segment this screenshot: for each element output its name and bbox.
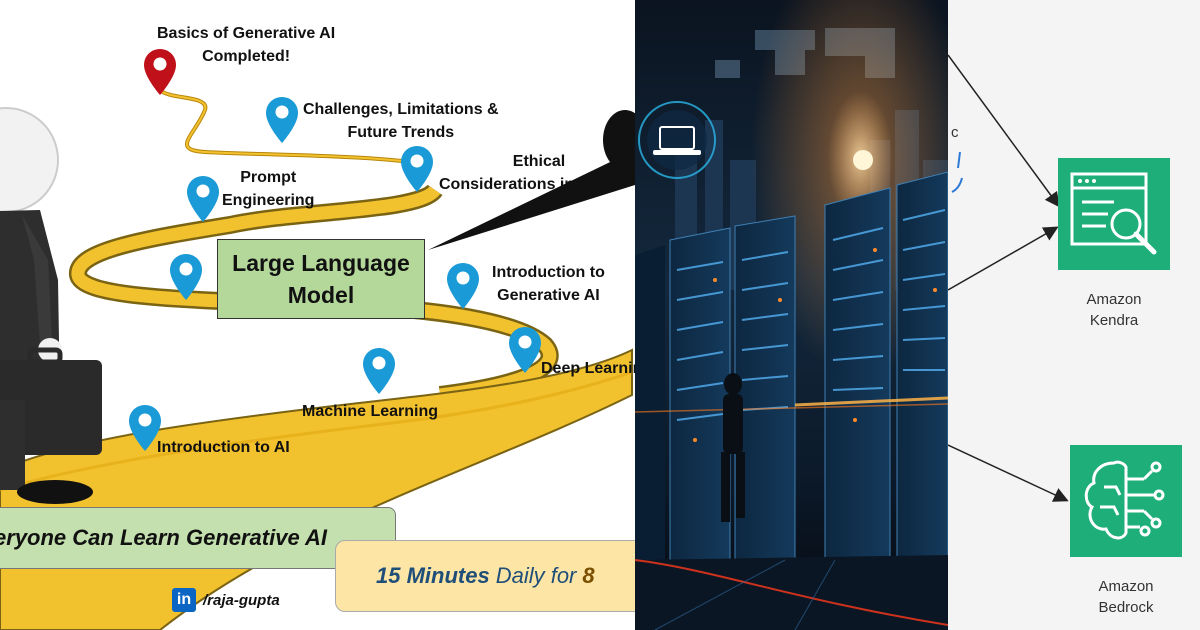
milestone-intro-ai: Introduction to AI [157, 439, 290, 456]
kendra-search-document-icon [1070, 172, 1157, 255]
milestone-ethical-line2: Considerations in [439, 176, 575, 193]
milestone-machine-learning: Machine Learning [302, 403, 439, 420]
map-pin-icon [447, 263, 479, 309]
kendra-label-line1: Amazon [1086, 291, 1142, 308]
map-pin-icon [170, 254, 202, 300]
milestone-ethical-line3: AI [531, 199, 547, 216]
banner-everyone-can-learn: Everyone Can Learn Generative AI [0, 507, 396, 569]
bedrock-label-line1: Amazon [1098, 578, 1154, 595]
milestone-prompt: Prompt Engineering [222, 166, 314, 212]
milestone-completed-line2: Completed! [202, 48, 291, 65]
milestone-ethical: Ethical Considerations in AI [439, 150, 635, 219]
llm-callout-box: Large Language Model [217, 239, 425, 319]
milestone-intro-genai-line2: Generative AI [497, 287, 600, 304]
milestone-prompt-line2: Engineering [222, 192, 315, 209]
milestone-completed-line1: Basics of Generative AI [157, 25, 336, 42]
banner-daily-part3: 8 [582, 563, 595, 588]
kendra-label: Amazon Kendra [1044, 289, 1184, 331]
milestone-prompt-line1: Prompt [240, 169, 297, 186]
banner-daily-part1: 15 Minutes [376, 563, 490, 588]
linkedin-handle: /raja-gupta [203, 591, 280, 609]
milestone-intro-genai: Introduction to Generative AI [492, 261, 605, 307]
linkedin-link[interactable]: in /raja-gupta [172, 588, 280, 612]
llm-line2: Model [287, 282, 355, 308]
roadmap-panel: Basics of Generative AI Completed! Chall… [0, 22, 635, 630]
map-pin-icon [363, 348, 395, 394]
milestone-challenges-line1: Challenges, Limitations & [303, 101, 499, 118]
kendra-label-line2: Kendra [1089, 312, 1139, 329]
banner-daily: 15 Minutes Daily for 8 [335, 540, 635, 612]
data-center-panel [635, 0, 948, 630]
aws-architecture-panel: c Amazon Kendra [948, 0, 1200, 630]
map-pin-red-icon [144, 49, 176, 95]
bedrock-brain-circuit-icon [1084, 460, 1165, 540]
milestone-deep-learning: Deep Learning [541, 360, 635, 377]
data-center-illustration [635, 0, 948, 630]
milestone-challenges: Challenges, Limitations & Future Trends [303, 98, 499, 144]
banner-daily-part2: Daily for [495, 563, 577, 588]
bedrock-label-line2: Bedrock [1098, 599, 1154, 616]
map-pin-icon [266, 97, 298, 143]
linkedin-icon: in [172, 588, 196, 612]
map-pin-icon [401, 146, 433, 192]
milestone-completed: Basics of Generative AI Completed! [157, 22, 335, 68]
business-person-figure [0, 107, 102, 504]
aws-partial-label: c [951, 124, 959, 141]
milestone-challenges-line2: Future Trends [347, 124, 455, 141]
bedrock-label: Amazon Bedrock [1056, 576, 1196, 618]
map-pin-icon [509, 327, 541, 373]
banner-learn-text: Everyone Can Learn Generative AI [0, 525, 327, 550]
kendra-service-tile[interactable] [1058, 158, 1170, 270]
milestone-intro-genai-line1: Introduction to [492, 264, 605, 281]
bedrock-service-tile[interactable] [1070, 445, 1182, 557]
map-pin-icon [187, 176, 219, 222]
llm-line1: Large Language [232, 250, 410, 276]
aws-connector-arrows [948, 54, 1069, 502]
milestone-ethical-line1: Ethical [512, 153, 566, 170]
map-pin-icon [129, 405, 161, 451]
